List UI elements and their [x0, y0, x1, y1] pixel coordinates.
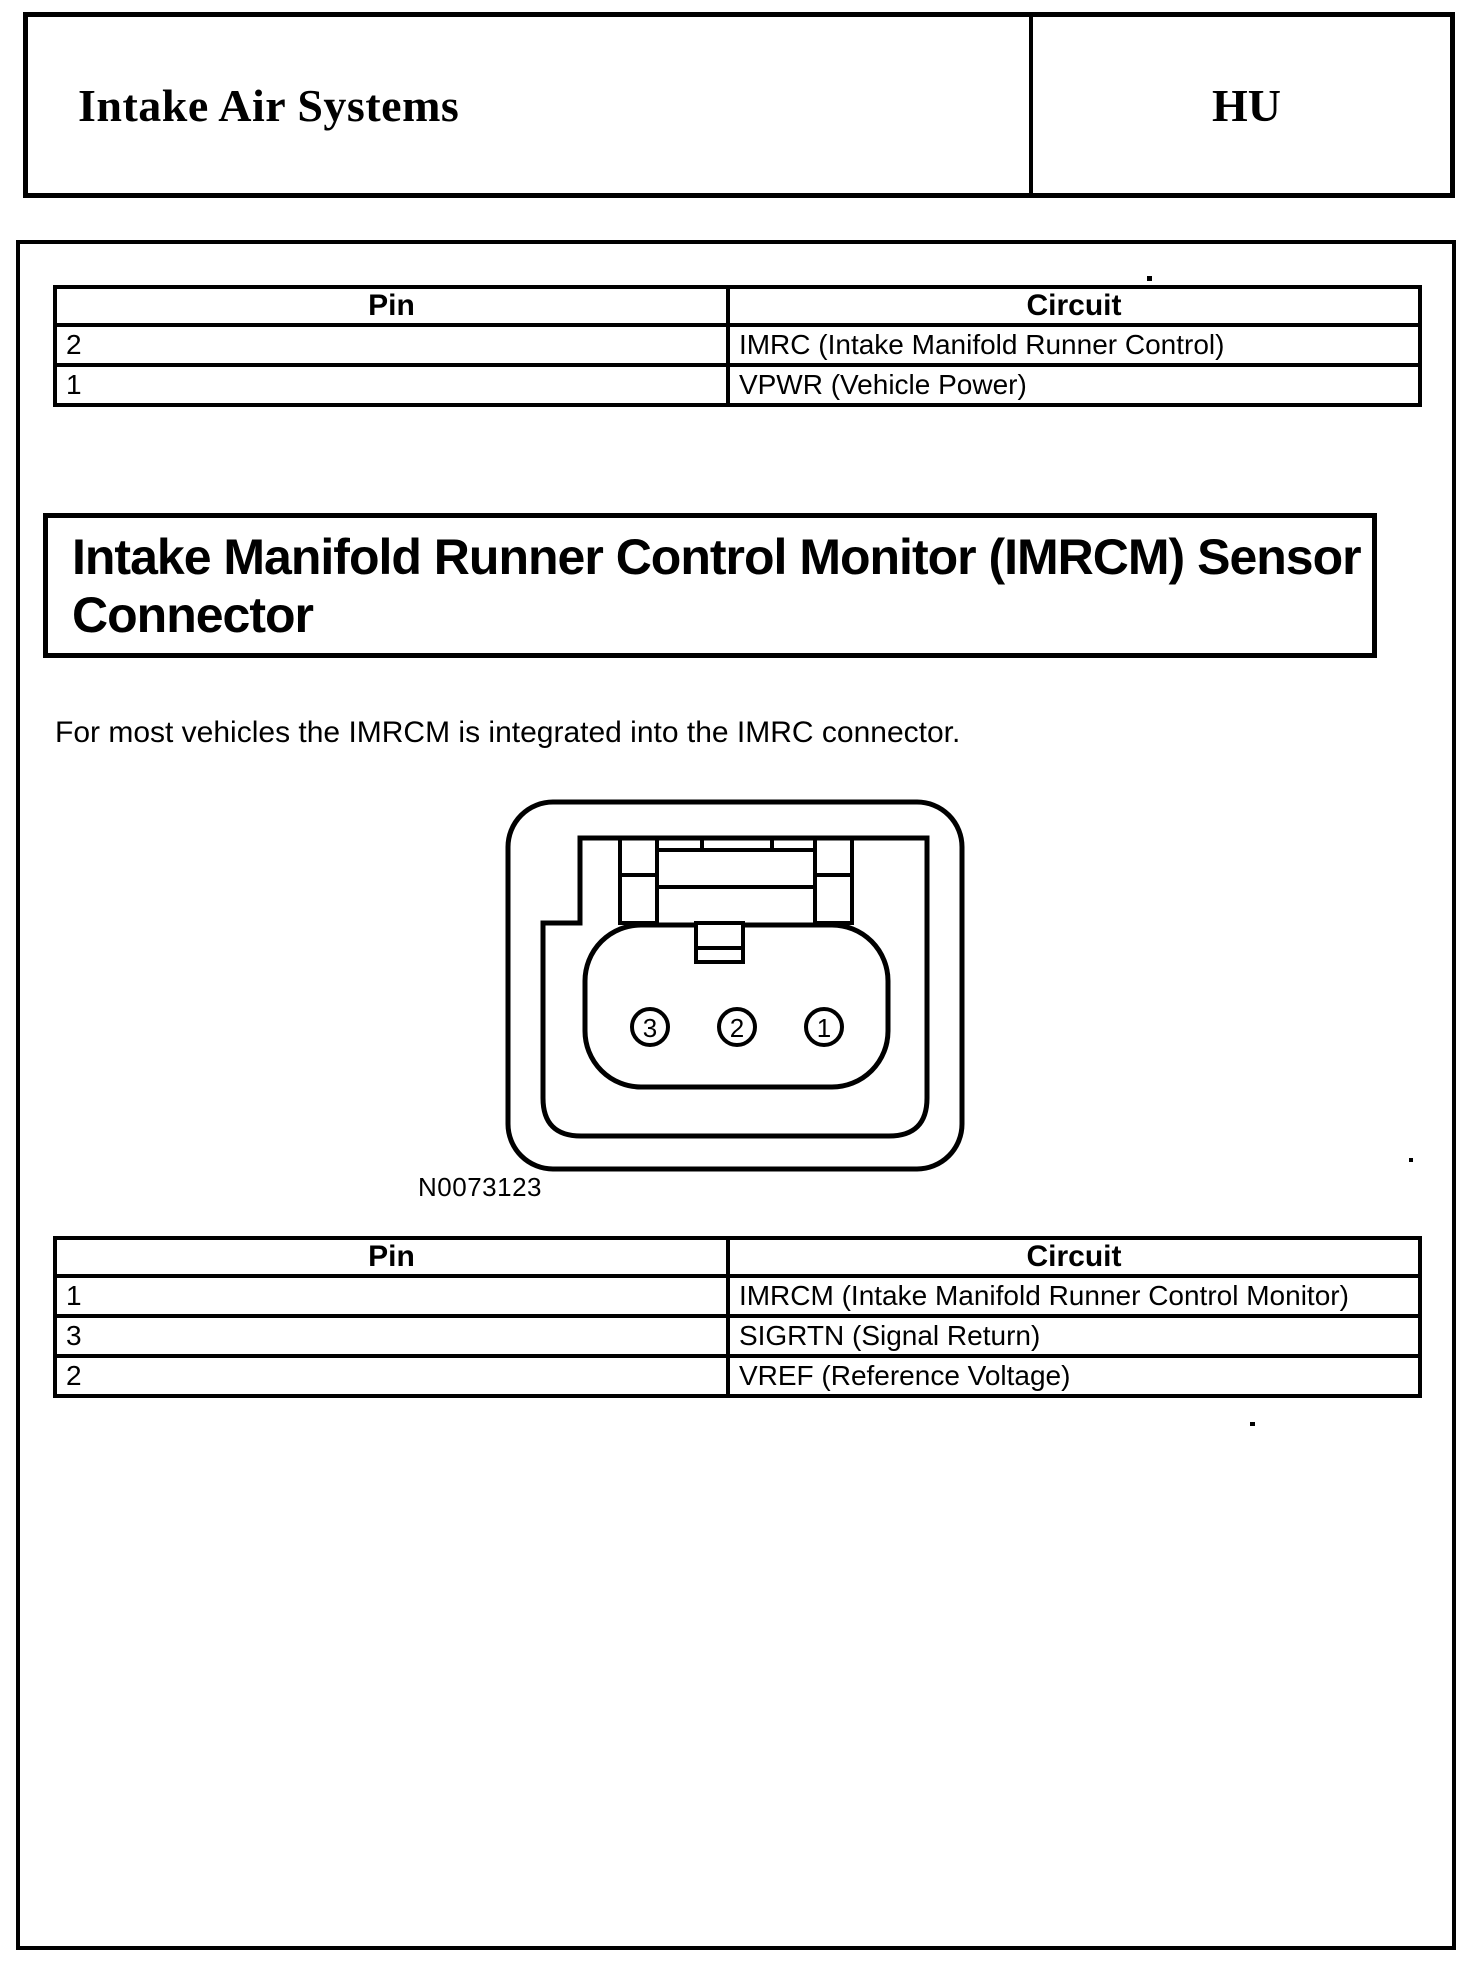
circuit-column-header: Circuit [725, 285, 1423, 327]
circuit-column-header: Circuit [725, 1236, 1423, 1278]
section-title: Intake Manifold Runner Control Monitor (… [72, 528, 1362, 643]
table-row: 3 SIGRTN (Signal Return) [53, 1314, 1423, 1358]
pin-2-label: 2 [730, 1013, 744, 1043]
imrc-pinout-table: Pin Circuit 2 IMRC (Intake Manifold Runn… [53, 285, 1423, 407]
circuit-cell: IMRCM (Intake Manifold Runner Control Mo… [725, 1274, 1423, 1318]
header-divider [1029, 17, 1033, 193]
circuit-cell: SIGRTN (Signal Return) [725, 1314, 1423, 1358]
pin-2-circle [717, 1007, 757, 1047]
table-row: 1 VPWR (Vehicle Power) [53, 363, 1423, 407]
section-code: HU [1212, 79, 1281, 131]
circuit-cell: IMRC (Intake Manifold Runner Control) [725, 323, 1423, 367]
table-row: 2 IMRC (Intake Manifold Runner Control) [53, 323, 1423, 367]
table-row: 1 IMRCM (Intake Manifold Runner Control … [53, 1274, 1423, 1318]
connector-outline [505, 799, 965, 1172]
pin-numbers: 3 2 1 [643, 1013, 831, 1043]
imrcm-pinout-table: Pin Circuit 1 IMRCM (Intake Manifold Run… [53, 1236, 1423, 1398]
pin-3-label: 3 [643, 1013, 657, 1043]
connector-latch [618, 836, 854, 925]
scan-speck [1250, 1422, 1255, 1426]
pin-1-label: 1 [817, 1013, 831, 1043]
imrcm-connector-figure: 3 2 1 [505, 799, 965, 1172]
connector-inner-contour [540, 835, 930, 1139]
circuit-cell: VPWR (Vehicle Power) [725, 363, 1423, 407]
page-header: Intake Air Systems HU [23, 12, 1455, 198]
pin-cell: 1 [53, 363, 730, 407]
section-title-box: Intake Manifold Runner Control Monitor (… [43, 513, 1377, 658]
table-header-row: Pin Circuit [53, 1236, 1423, 1278]
figure-id-label: N0073123 [418, 1172, 542, 1202]
content-frame: Pin Circuit 2 IMRC (Intake Manifold Runn… [16, 240, 1456, 1950]
pin-cell: 2 [53, 323, 730, 367]
pin-cell: 3 [53, 1314, 730, 1358]
connector-keying-tab [694, 921, 745, 964]
section-body-text: For most vehicles the IMRCM is integrate… [55, 716, 961, 749]
table-header-row: Pin Circuit [53, 285, 1423, 327]
pin-1-circle [804, 1007, 844, 1047]
table-row: 2 VREF (Reference Voltage) [53, 1354, 1423, 1398]
pin-column-header: Pin [53, 1236, 730, 1278]
scan-speck [1147, 276, 1152, 281]
pin-cell: 1 [53, 1274, 730, 1318]
scan-speck [1409, 1158, 1413, 1162]
pin-3-circle [630, 1007, 670, 1047]
pin-cell: 2 [53, 1354, 730, 1398]
connector-outer-shell [505, 799, 965, 1172]
circuit-cell: VREF (Reference Voltage) [725, 1354, 1423, 1398]
connector-pins [630, 1007, 844, 1047]
pin-column-header: Pin [53, 285, 730, 327]
page-title: Intake Air Systems [78, 79, 460, 131]
